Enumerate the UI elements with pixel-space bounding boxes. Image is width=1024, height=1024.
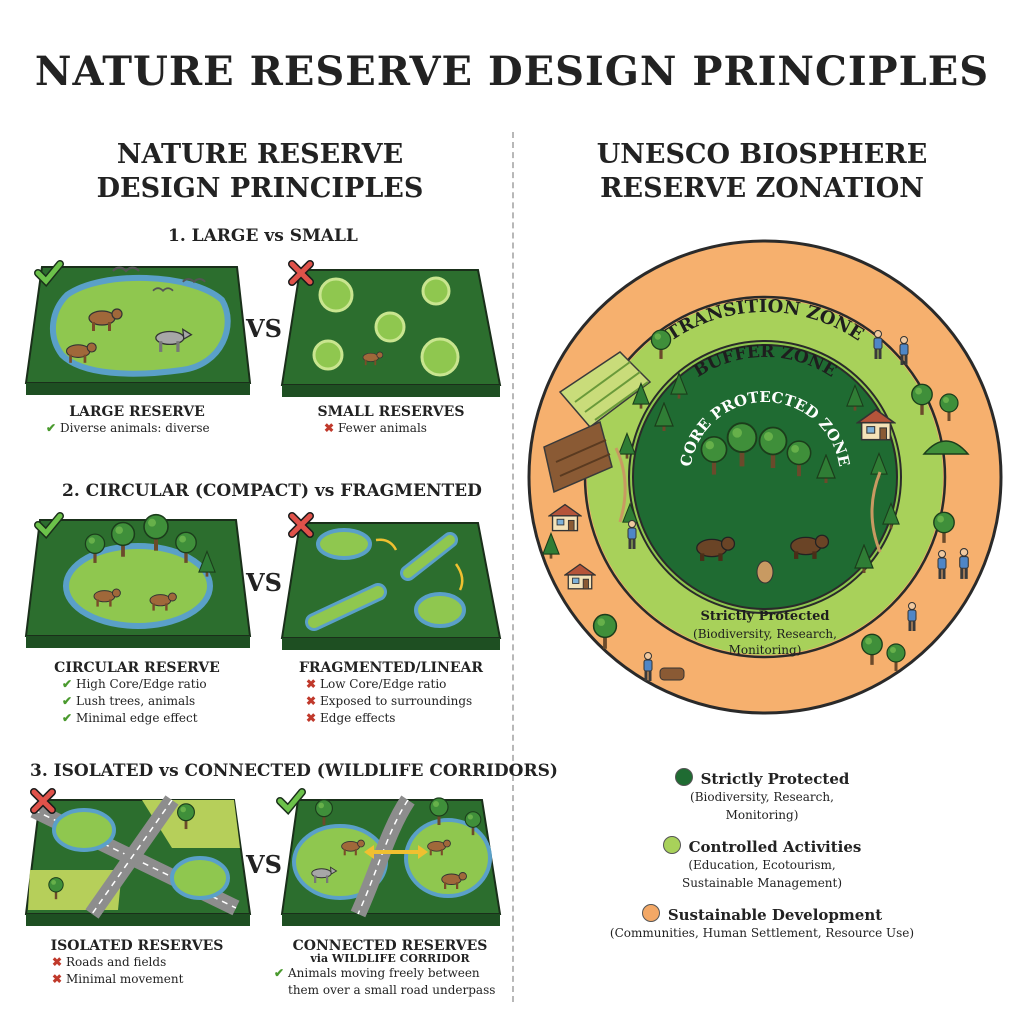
- core-desc-line3: Monitoring): [729, 643, 802, 657]
- connected-caption: CONNECTED RESERVES via WILDLIFE CORRIDOR…: [270, 938, 510, 999]
- circular-point-1: ✔High Core/Edge ratio: [62, 677, 207, 691]
- fragmented-point-2: ✖Exposed to surroundings: [306, 694, 473, 708]
- circular-reserve-illustration: [24, 513, 252, 648]
- circular-reserve-title: CIRCULAR RESERVE: [54, 660, 220, 676]
- right-heading-line1: UNESCO BIOSPHERE: [596, 139, 928, 170]
- circular-point-3: ✔Minimal edge effect: [62, 711, 198, 725]
- legend-item-strict: Strictly Protected (Biodiversity, Resear…: [530, 768, 994, 824]
- fragmented-caption: FRAGMENTED/LINEAR ✖Low Core/Edge ratio ✖…: [278, 660, 504, 727]
- connected-title: CONNECTED RESERVES: [292, 938, 488, 954]
- circular-reserve-caption: CIRCULAR RESERVE ✔High Core/Edge ratio ✔…: [22, 660, 252, 727]
- vs-label: VS: [246, 568, 282, 597]
- core-desc-line1: Strictly Protected: [701, 609, 830, 624]
- large-reserve-point: ✔Diverse animals: diverse: [46, 421, 210, 435]
- vs-label: VS: [246, 850, 282, 879]
- core-desc-line2: (Biodiversity, Research,: [693, 627, 837, 641]
- check-icon: [34, 510, 64, 540]
- section2-title: 2. CIRCULAR (COMPACT) vs FRAGMENTED: [62, 481, 482, 501]
- legend-swatch-core: [674, 768, 693, 786]
- small-reserves-point: ✖Fewer animals: [324, 421, 427, 435]
- connected-point-1: ✔Animals moving freely between: [274, 966, 480, 980]
- isolated-caption: ISOLATED RESERVES ✖Roads and fields ✖Min…: [22, 938, 252, 988]
- fragmented-title: FRAGMENTED/LINEAR: [298, 660, 484, 676]
- large-reserve-illustration: [24, 266, 252, 395]
- column-divider: [512, 132, 514, 1002]
- section3-title: 3. ISOLATED vs CONNECTED (WILDLIFE CORRI…: [30, 761, 558, 781]
- check-icon: [34, 258, 64, 288]
- connected-reserves-illustration: [280, 795, 502, 926]
- legend-swatch-buffer: [662, 836, 681, 854]
- legend-swatch-transition: [641, 904, 660, 922]
- legend-item-controlled: Controlled Activities (Education, Ecotou…: [530, 836, 994, 892]
- left-heading: NATURE RESERVE DESIGN PRINCIPLES: [30, 138, 490, 206]
- right-heading: UNESCO BIOSPHERE RESERVE ZONATION: [530, 138, 994, 206]
- zonation-diagram: TRANSITION ZONE BUFFER ZONE CORE PROTECT…: [527, 239, 1003, 715]
- connected-subtitle: via WILDLIFE CORRIDOR: [310, 952, 470, 965]
- cross-icon: [286, 258, 316, 288]
- large-reserve-title: LARGE RESERVE: [69, 404, 205, 420]
- connected-point-2: them over a small road underpass: [288, 983, 496, 997]
- circular-point-2: ✔Lush trees, animals: [62, 694, 196, 708]
- fragmented-reserve-illustration: [280, 522, 502, 650]
- left-heading-line1: NATURE RESERVE: [116, 139, 404, 170]
- isolated-title: ISOLATED RESERVES: [50, 938, 224, 954]
- small-reserves-caption: SMALL RESERVES ✖Fewer animals: [278, 404, 504, 437]
- section1-title: 1. LARGE vs SMALL: [168, 226, 358, 246]
- legend-item-sustainable: Sustainable Development (Communities, Hu…: [609, 904, 915, 940]
- left-heading-line2: DESIGN PRINCIPLES: [96, 173, 424, 204]
- legend: Strictly Protected (Biodiversity, Resear…: [530, 768, 994, 942]
- cross-icon: [28, 786, 58, 816]
- small-reserves-title: SMALL RESERVES: [317, 404, 465, 420]
- main-title: NATURE RESERVE DESIGN PRINCIPLES: [34, 48, 990, 95]
- large-reserve-caption: LARGE RESERVE ✔Diverse animals: diverse: [22, 404, 252, 437]
- right-heading-line2: RESERVE ZONATION: [600, 173, 924, 204]
- fragmented-point-1: ✖Low Core/Edge ratio: [306, 677, 447, 691]
- fragmented-point-3: ✖Edge effects: [306, 711, 396, 725]
- small-reserves-illustration: [280, 269, 502, 397]
- cross-icon: [286, 510, 316, 540]
- vs-label: VS: [246, 314, 282, 343]
- isolated-point-1: ✖Roads and fields: [52, 955, 167, 969]
- isolated-reserves-illustration: [24, 795, 252, 926]
- check-icon: [276, 786, 306, 816]
- isolated-point-2: ✖Minimal movement: [52, 972, 184, 986]
